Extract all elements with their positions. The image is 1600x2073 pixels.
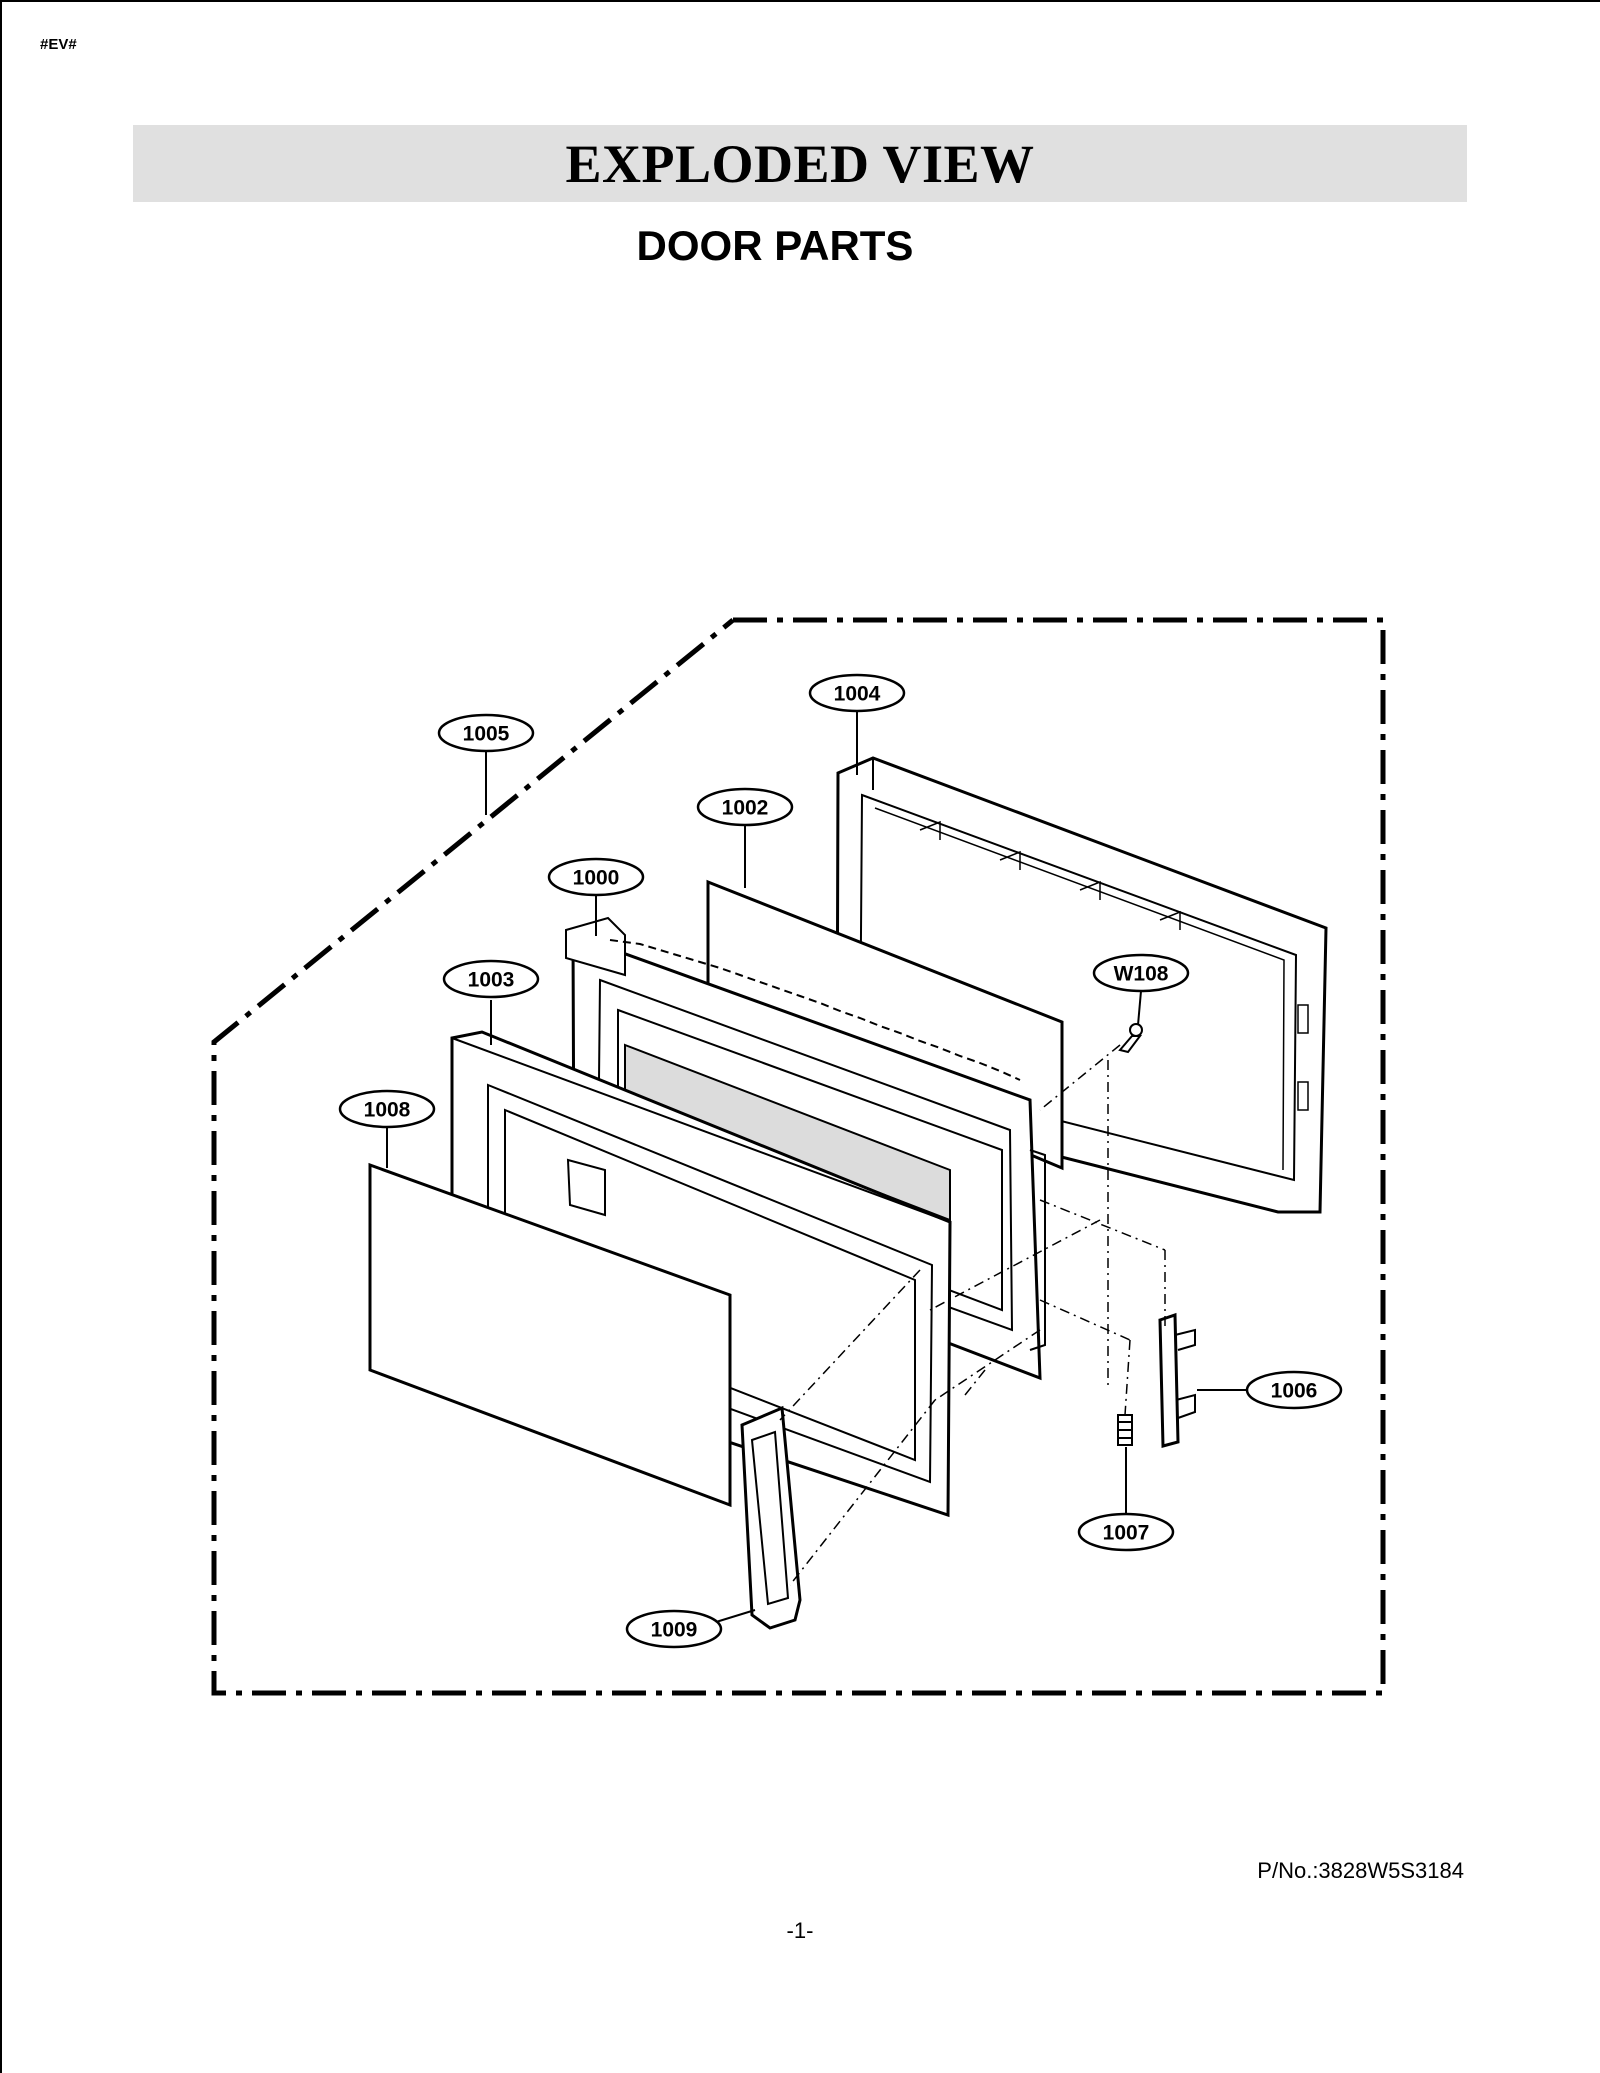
page-title: EXPLODED VIEW	[565, 133, 1035, 194]
callout-1003: 1003	[468, 969, 515, 992]
callout-1004: 1004	[834, 683, 881, 706]
page-number: -1-	[786, 1918, 814, 1943]
callout-1002: 1002	[722, 797, 769, 820]
part-1009-handle	[740, 1405, 802, 1630]
callout-w108: W108	[1114, 963, 1169, 986]
part-1008-outer-glass	[368, 1162, 732, 1508]
callout-1009: 1009	[651, 1619, 698, 1642]
assembly-boundary	[211, 617, 1386, 1696]
part-1006-latch	[1158, 1312, 1196, 1448]
callout-leaders	[386, 711, 1247, 1623]
callout-1000: 1000	[573, 867, 620, 890]
callout-bubbles	[338, 673, 1343, 1649]
part-number: P/No.:3828W5S3184	[1257, 1858, 1464, 1883]
callout-1008: 1008	[364, 1099, 411, 1122]
callout-1007: 1007	[1103, 1522, 1150, 1545]
assembly-guide-lines	[779, 1044, 1166, 1586]
title-band: EXPLODED VIEW	[133, 125, 1467, 202]
callout-1006: 1006	[1271, 1380, 1318, 1403]
part-1007-spring	[1117, 1414, 1133, 1446]
callout-1005: 1005	[463, 723, 510, 746]
document-code: #EV#	[40, 36, 77, 53]
section-subtitle: DOOR PARTS	[636, 222, 914, 269]
part-w108-screw	[1118, 1023, 1143, 1054]
part-1003-choke-cover	[450, 1030, 952, 1518]
